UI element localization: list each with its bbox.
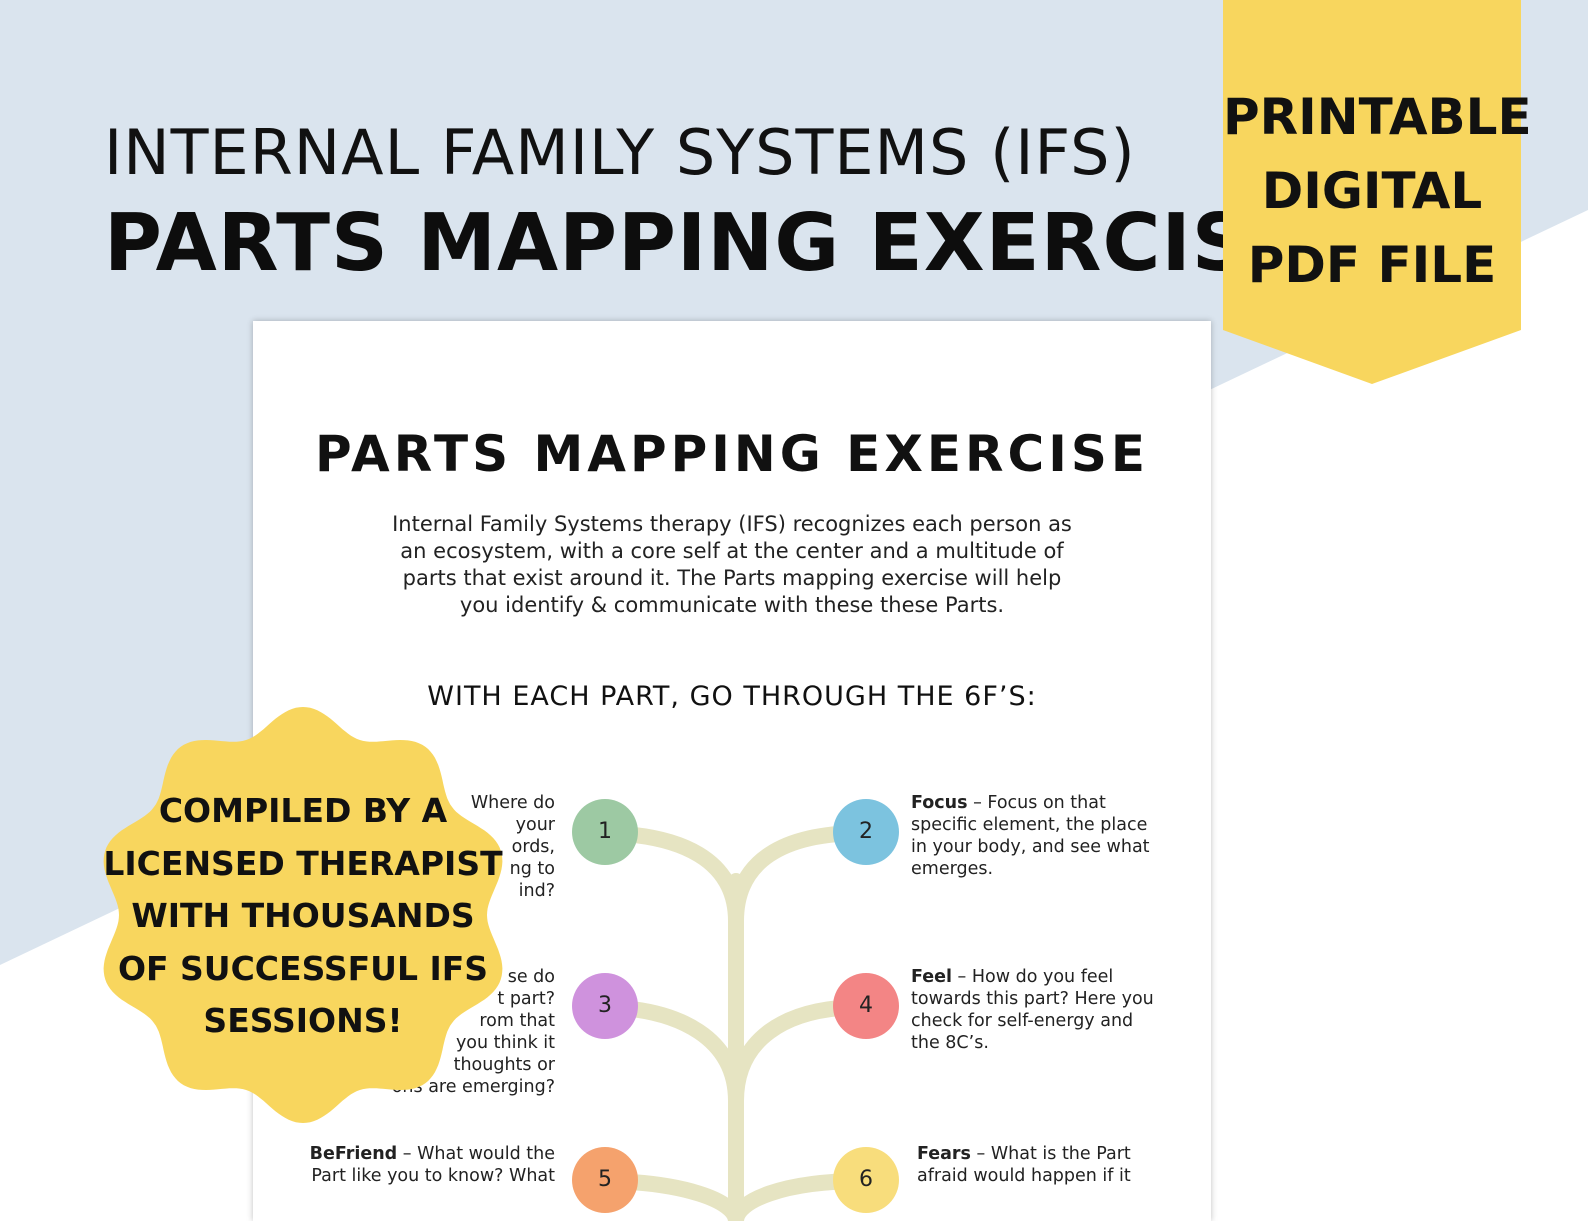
step-number-1: 1: [572, 799, 638, 865]
hero-title-line1: INTERNAL FAMILY SYSTEMS (IFS): [104, 116, 1136, 189]
badge-scalloped-shape: [103, 707, 503, 1123]
step-text-3: se do t part? rom that you think it thou…: [313, 966, 555, 1098]
step-line: t part?: [497, 989, 555, 1009]
badge-line: SESSIONS!: [203, 1001, 403, 1040]
step-line: rom that: [479, 1011, 555, 1031]
step-text-2: Focus – Focus on that specific element, …: [911, 792, 1201, 880]
step-text-1: Where do your ords, ng to ind?: [353, 792, 555, 902]
intro-line: Internal Family Systems therapy (IFS) re…: [392, 512, 1072, 536]
step-term: Fears: [917, 1144, 971, 1164]
badge-line: OF SUCCESSFUL IFS: [117, 948, 489, 988]
step-line: ons are emerging?: [391, 1077, 555, 1097]
step-line: afraid would happen if it: [917, 1166, 1131, 1186]
step-term: BeFriend: [309, 1144, 398, 1164]
ribbon-line: PDF FILE: [1247, 236, 1497, 294]
badge-line: LICENSED THERAPIST: [103, 843, 503, 883]
step-line: Fears – What is the Part: [917, 1143, 1201, 1165]
step-line: your: [515, 815, 555, 835]
badge-line: COMPILED BY A: [158, 791, 448, 830]
worksheet-title: PARTS MAPPING EXERCISE: [315, 425, 1149, 483]
step-line: the 8C’s.: [911, 1033, 989, 1053]
step-line: Focus – Focus on that: [911, 792, 1201, 814]
step-text-5: BeFriend – What would the Part like you …: [273, 1143, 555, 1187]
step-definition: – What is the Part: [970, 1144, 1131, 1164]
step-line: Part like you to know? What: [311, 1166, 555, 1186]
step-number-5: 5: [572, 1147, 638, 1213]
step-line: ind?: [518, 881, 555, 901]
badge-line: WITH THOUSANDS: [131, 896, 475, 935]
step-term: Feel: [911, 967, 952, 987]
printable-ribbon: PRINTABLE DIGITAL PDF FILE: [1223, 0, 1532, 385]
step-definition: – What would the: [397, 1144, 555, 1164]
hero-title-line2: PARTS MAPPING EXERCISE: [104, 197, 1305, 289]
step-number-3: 3: [572, 973, 638, 1039]
therapist-badge: COMPILED BY A LICENSED THERAPIST WITH TH…: [88, 700, 518, 1130]
worksheet-subtitle: WITH EACH PART, GO THROUGH THE 6F’S:: [427, 681, 1037, 712]
badge-text: COMPILED BY A LICENSED THERAPIST WITH TH…: [88, 785, 518, 1048]
step-line: emerges.: [911, 859, 994, 879]
step-line: se do: [507, 967, 555, 987]
intro-line: you identify & communicate with these th…: [459, 593, 1005, 617]
step-definition: – How do you feel: [951, 967, 1114, 987]
step-line: BeFriend – What would the: [273, 1143, 555, 1165]
step-line: specific element, the place: [911, 815, 1148, 835]
worksheet-intro: Internal Family Systems therapy (IFS) re…: [333, 511, 1131, 619]
ribbon-text: PRINTABLE DIGITAL PDF FILE: [1223, 80, 1532, 302]
step-line: you think it: [455, 1033, 555, 1053]
step-line: thoughts or: [453, 1055, 555, 1075]
step-line: Feel – How do you feel: [911, 966, 1201, 988]
step-line: in your body, and see what: [911, 837, 1150, 857]
step-text-4: Feel – How do you feel towards this part…: [911, 966, 1201, 1054]
ribbon-line: PRINTABLE: [1223, 88, 1532, 146]
step-number-6: 6: [833, 1147, 899, 1213]
step-line: check for self-energy and: [911, 1011, 1134, 1031]
step-text-6: Fears – What is the Part afraid would ha…: [917, 1143, 1201, 1187]
ribbon-line: DIGITAL: [1261, 162, 1483, 220]
step-number-4: 4: [833, 973, 899, 1039]
intro-line: an ecosystem, with a core self at the ce…: [400, 539, 1064, 563]
step-line: towards this part? Here you: [911, 989, 1154, 1009]
step-line: ng to: [509, 859, 555, 879]
step-line: Where do: [470, 793, 555, 813]
intro-line: parts that exist around it. The Parts ma…: [402, 566, 1062, 590]
step-term: Focus: [911, 793, 968, 813]
step-definition: – Focus on that: [967, 793, 1106, 813]
ribbon-shape: [1223, 0, 1521, 384]
step-line: ords,: [511, 837, 555, 857]
step-number-2: 2: [833, 799, 899, 865]
